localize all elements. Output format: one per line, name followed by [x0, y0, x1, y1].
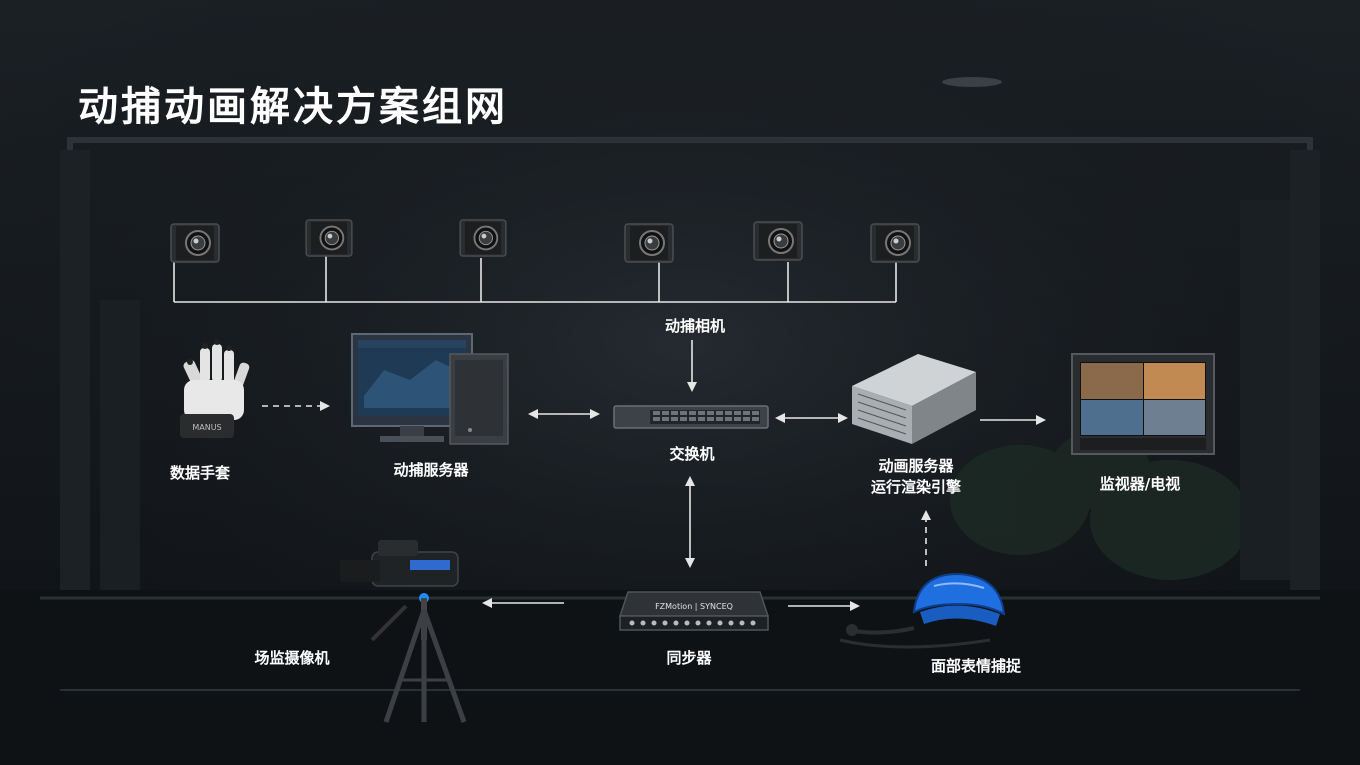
label-anim-server-line1: 动画服务器: [878, 457, 954, 475]
label-glove: 数据手套: [169, 464, 231, 482]
sync-box-icon: [618, 591, 770, 631]
sync-connector: [695, 620, 701, 626]
label-monitor: 监视器/电视: [1099, 475, 1181, 493]
label-anim-server: 动画服务器 运行渲染引擎: [871, 456, 961, 498]
page-title: 动捕动画解决方案组网: [78, 84, 508, 130]
sync-connector: [673, 620, 679, 626]
mocap-camera-icon: [870, 223, 920, 263]
switch-port: [734, 411, 741, 415]
glove-icon: [180, 339, 250, 438]
switch-port: [716, 411, 723, 415]
mocap-camera-icon: [459, 218, 507, 258]
switch-port: [707, 411, 714, 415]
label-mocap-server: 动捕服务器: [393, 461, 469, 479]
sync-brand-mark: FZMotion | SYNCEQ: [655, 602, 733, 611]
switch-port: [671, 411, 678, 415]
mocap-camera-icon: [624, 223, 674, 263]
switch-port: [662, 417, 669, 421]
mocap-camera-icon: [305, 218, 353, 258]
switch-port: [689, 411, 696, 415]
label-switch: 交换机: [669, 445, 715, 463]
switch-port: [662, 411, 669, 415]
switch-port: [689, 417, 696, 421]
sync-ports: [629, 620, 756, 626]
sync-connector: [750, 620, 756, 626]
rack-server-icon: [852, 354, 976, 444]
switch-port: [680, 411, 687, 415]
label-cameras: 动捕相机: [664, 317, 726, 335]
switch-port: [698, 411, 705, 415]
switch-ports: [653, 411, 759, 421]
video-camera-icon: [340, 540, 467, 723]
switch-port: [716, 417, 723, 421]
sync-connector: [728, 620, 734, 626]
sync-connector: [651, 620, 657, 626]
sync-connector: [662, 620, 668, 626]
sync-connector: [717, 620, 723, 626]
sync-connector: [640, 620, 646, 626]
sync-connector: [629, 620, 635, 626]
mocap-camera-icon: [753, 221, 803, 261]
label-anim-server-line2: 运行渲染引擎: [870, 478, 962, 496]
camera-bus: [173, 256, 897, 303]
mocap-camera-icon: [170, 223, 220, 263]
switch-port: [671, 417, 678, 421]
sync-connector: [739, 620, 745, 626]
sync-connector: [684, 620, 690, 626]
switch-port: [734, 417, 741, 421]
monitor-icon: [1071, 353, 1215, 455]
switch-port: [743, 417, 750, 421]
switch-port: [698, 417, 705, 421]
switch-port: [653, 411, 660, 415]
sync-connector: [706, 620, 712, 626]
pc-server-icon: [351, 333, 509, 445]
switch-port: [725, 417, 732, 421]
label-field-camera: 场监摄像机: [254, 649, 330, 667]
face-capture-helmet-icon: [839, 572, 1006, 649]
switch-port: [752, 417, 759, 421]
switch-port: [725, 411, 732, 415]
switch-port: [707, 417, 714, 421]
label-sync: 同步器: [666, 649, 712, 667]
switch-port: [680, 417, 687, 421]
glove-brand-mark: MANUS: [192, 423, 221, 432]
switch-port: [653, 417, 660, 421]
switch-port: [743, 411, 750, 415]
switch-port: [752, 411, 759, 415]
label-face-capture: 面部表情捕捉: [930, 657, 1022, 675]
